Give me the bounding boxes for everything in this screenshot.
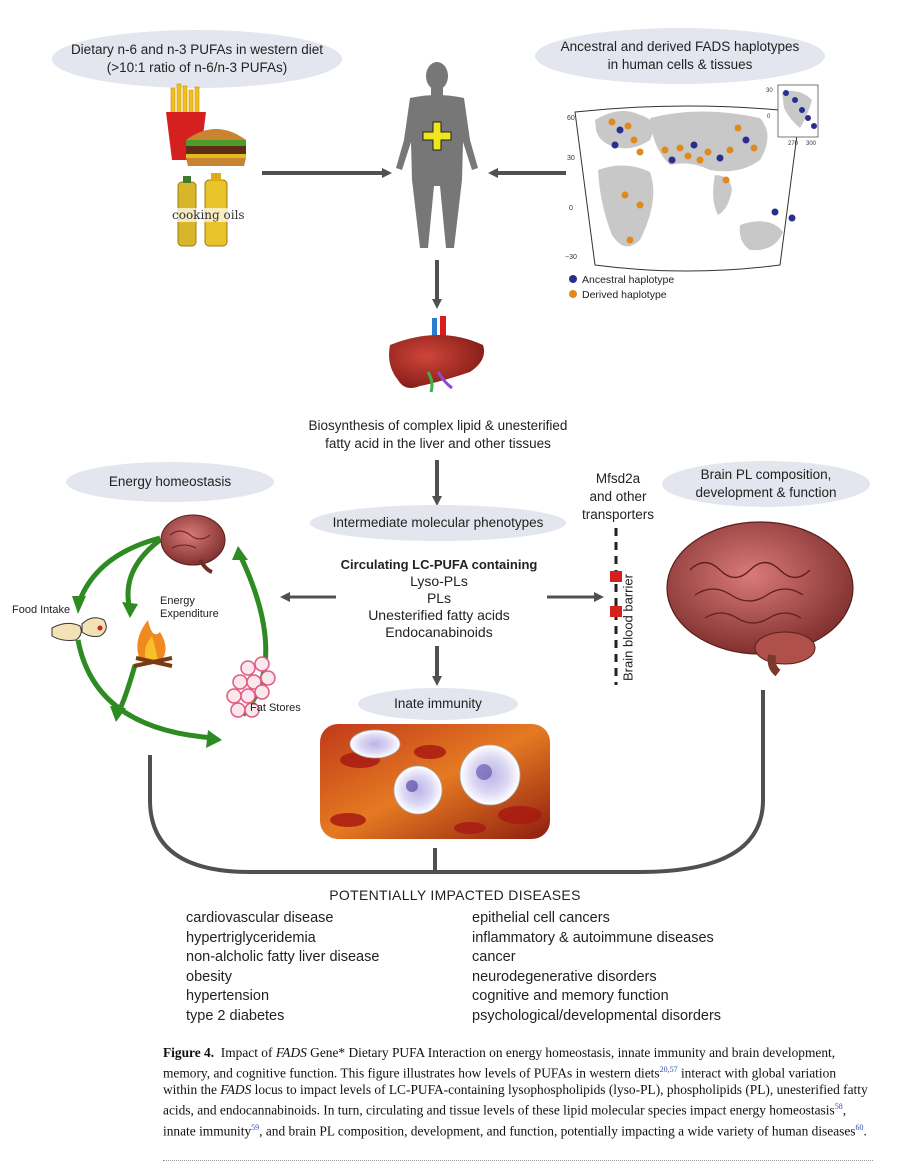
world-map: 60 30 0 −30 30 0 270 300 Ancestral haplo…: [565, 84, 819, 301]
energy-expenditure-line-2: Expenditure: [160, 608, 219, 620]
transporter-1: [610, 571, 622, 582]
caption-gene-name: FADS: [220, 1082, 252, 1098]
caption-text: Impact of: [220, 1045, 276, 1060]
transporter-2: [610, 606, 622, 617]
energy-cycle-arrowheads: [72, 546, 248, 748]
food-intake-label: Food Intake: [12, 604, 71, 616]
intermediate-phenotypes-text: Intermediate molecular phenotypes: [332, 515, 544, 530]
fat-stores-icon: [226, 656, 276, 718]
disease-item: cardiovascular disease: [186, 910, 334, 926]
human-body-icon: [396, 62, 478, 248]
diseases-left-list: cardiovascular disease hypertriglyceride…: [186, 909, 379, 1026]
caption-label: Figure 4.: [163, 1045, 215, 1060]
molecule-item: Lyso-PLs: [410, 573, 468, 589]
disease-item: neurodegenerative disorders: [472, 968, 657, 985]
caption-text: locus to impact levels of LC-PUFA-contai…: [163, 1082, 868, 1118]
innate-immunity-text: Inate immunity: [394, 696, 482, 711]
fads-haplotype-line-2: in human cells & tissues: [607, 57, 753, 72]
fat-stores-label: Fat Stores: [250, 702, 301, 714]
molecule-list-header: Circulating LC-PUFA containing: [340, 557, 538, 572]
legend-ancestral-dot: [569, 275, 577, 283]
caption-text: interact with global variation within th…: [163, 1065, 837, 1098]
caption-reference-link[interactable]: 58: [834, 1102, 843, 1112]
fads-haplotype-line-1: Ancestral and derived FADS haplotypes: [560, 39, 800, 54]
caption-reference-link[interactable]: 20,57: [659, 1065, 678, 1074]
fire-icon: [133, 620, 173, 668]
caption-divider: [163, 1160, 873, 1161]
brain-pl-label: Brain PL composition, development & func…: [662, 461, 870, 507]
map-inset-lon-270: 270: [788, 141, 799, 147]
intermediate-phenotypes-label: Intermediate molecular phenotypes: [310, 505, 566, 541]
caption-text: Gene* Dietary PUFA Interaction on energy…: [163, 1045, 836, 1081]
cooking-oils-label: cooking oils: [170, 208, 247, 222]
molecule-item: Endocanabinoids: [385, 624, 493, 640]
disease-item: cancer: [472, 949, 516, 965]
bbb-label: Brain blood barrier: [620, 574, 636, 681]
bottom-connector: [148, 690, 765, 874]
molecule-list: Circulating LC-PUFA containing Lyso-PLs …: [300, 556, 578, 641]
caption-text: .: [863, 1123, 867, 1139]
map-inset-lat-30: 30: [766, 88, 773, 94]
molecule-item: Unesterified fatty acids: [368, 607, 510, 623]
energy-expenditure-line-1: Energy: [160, 595, 195, 607]
diseases-right-list: epithelial cell cancers inflammatory & a…: [472, 909, 721, 1026]
transporters-label: Mfsd2a and other transporters: [572, 470, 664, 524]
transporters-line-1: Mfsd2a: [595, 471, 641, 486]
disease-item: cognitive and memory function: [472, 988, 669, 1004]
dietary-pufa-line-1: Dietary n-6 and n-3 PUFAs in western die…: [70, 42, 324, 57]
fads-haplotype-label: Ancestral and derived FADS haplotypes in…: [535, 28, 825, 84]
map-lat-neg30: −30: [565, 254, 577, 261]
disease-item: obesity: [186, 968, 232, 985]
dietary-pufa-label: Dietary n-6 and n-3 PUFAs in western die…: [52, 30, 342, 88]
diseases-header: POTENTIALLY IMPACTED DISEASES: [329, 887, 581, 903]
caption-reference-link[interactable]: 59: [251, 1122, 260, 1132]
brain-pl-line-1: Brain PL composition,: [700, 467, 832, 482]
disease-item: type 2 diabetes: [186, 1007, 285, 1024]
map-lat-60: 60: [567, 115, 575, 122]
dietary-pufa-line-2: (>10:1 ratio of n-6/n-3 PUFAs): [106, 60, 288, 75]
caption-text: , innate immunity: [163, 1102, 847, 1139]
haplotype-markers: [608, 90, 817, 244]
legend-derived-dot: [569, 290, 577, 298]
caption-text: , and brain PL composition, development,…: [259, 1123, 856, 1139]
transporters-line-2: and other: [589, 489, 647, 504]
map-inset-lon-300: 300: [806, 141, 817, 147]
liver-biosynthesis-line-2: fatty acid in the liver and other tissue…: [325, 436, 551, 451]
caption-gene-name: FADS: [275, 1045, 307, 1060]
map-lat-0: 0: [569, 205, 573, 212]
liver-biosynthesis-line-1: Biosynthesis of complex lipid & unesteri…: [308, 418, 568, 433]
food-intake-icon: [51, 617, 107, 641]
figure-caption: Figure 4. Impact of FADS Gene* Dietary P…: [163, 1044, 873, 1139]
caption-reference-link[interactable]: 60: [855, 1122, 864, 1132]
map-inset-lat-0: 0: [767, 114, 771, 120]
small-brain-icon: [160, 514, 226, 574]
disease-item: epithelial cell cancers: [472, 910, 610, 926]
legend-ancestral-label: Ancestral haplotype: [582, 274, 674, 286]
energy-homeostasis-label: Energy homeostasis: [66, 462, 274, 502]
map-lat-30: 30: [567, 155, 575, 162]
blood-cells-image: [320, 724, 550, 839]
legend-derived-label: Derived haplotype: [582, 289, 667, 301]
disease-item: hypertension: [186, 988, 270, 1004]
disease-item: hypertriglyceridemia: [186, 929, 316, 946]
disease-item: inflammatory & autoimmune diseases: [472, 929, 714, 946]
burger-icon: [186, 129, 246, 166]
energy-homeostasis-text: Energy homeostasis: [108, 474, 232, 489]
disease-item: psychological/developmental disorders: [472, 1007, 722, 1024]
french-fries-icon: [166, 83, 206, 160]
large-brain-icon: [666, 521, 854, 677]
innate-immunity-label: Inate immunity: [358, 688, 518, 720]
energy-expenditure-label: Energy Expenditure: [160, 595, 219, 621]
transporters-line-3: transporters: [581, 507, 655, 522]
brain-pl-line-2: development & function: [695, 485, 837, 500]
molecule-item: PLs: [426, 590, 452, 606]
disease-item: non-alcholic fatty liver disease: [186, 949, 380, 965]
liver-biosynthesis-label: Biosynthesis of complex lipid & unesteri…: [262, 417, 614, 453]
liver-icon: [389, 316, 485, 393]
